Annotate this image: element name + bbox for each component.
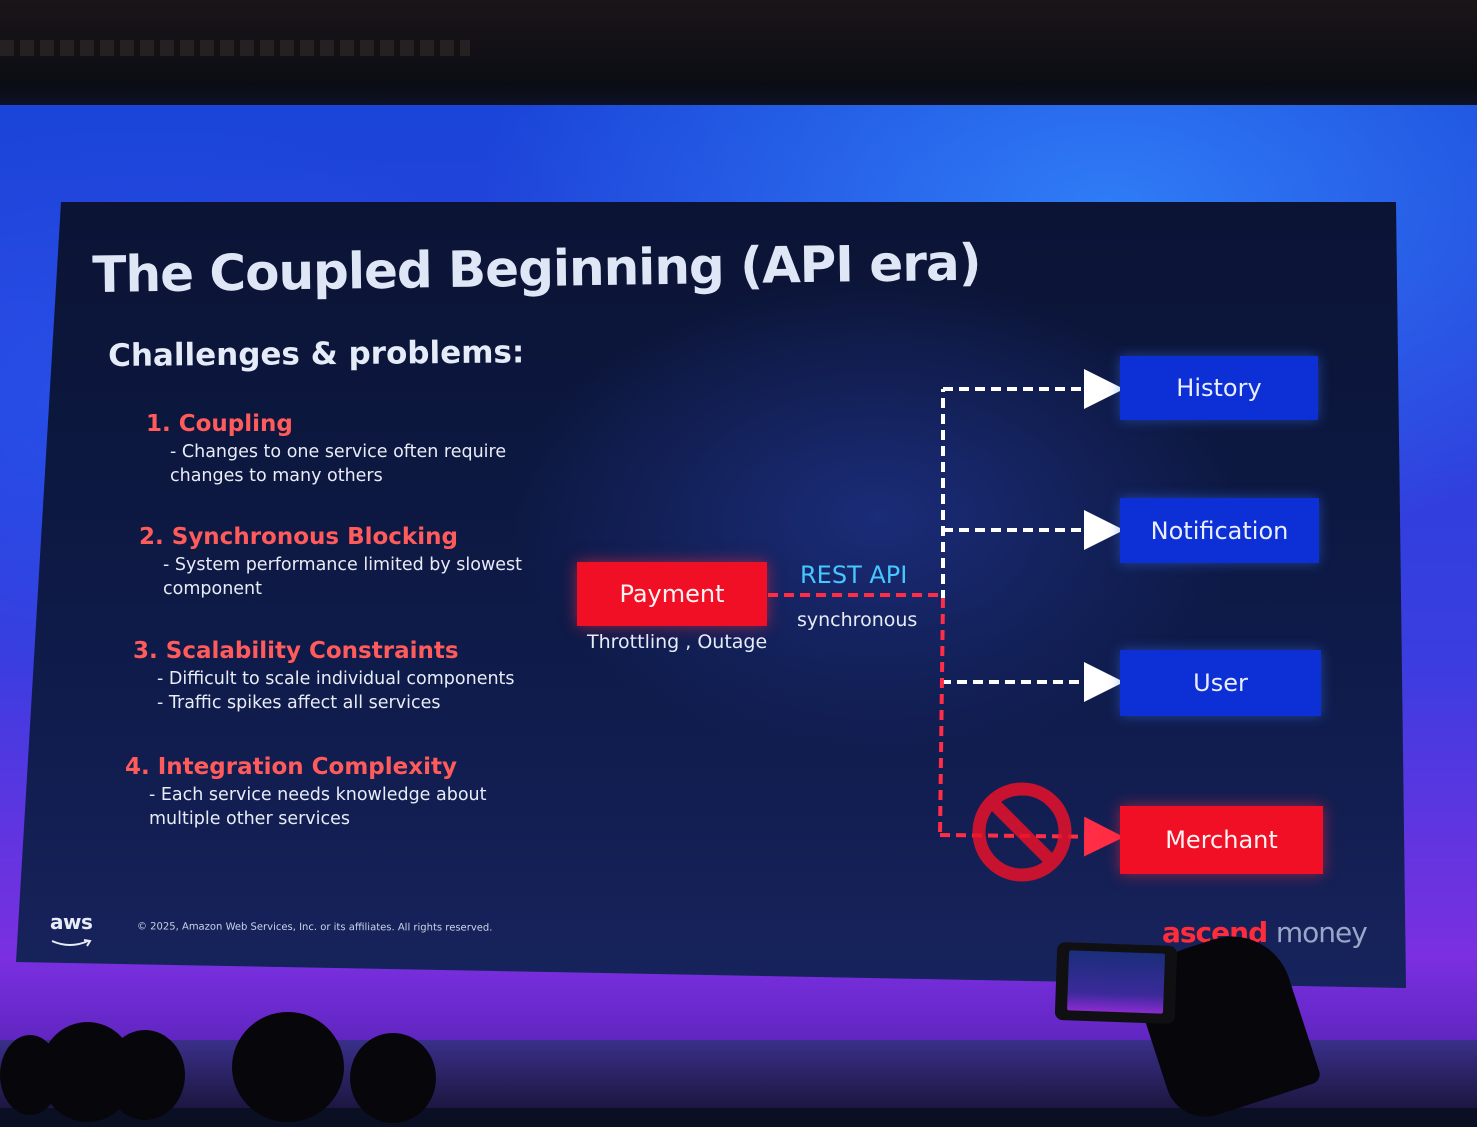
challenge-heading: 2. Synchronous Blocking [139,524,458,550]
challenge-line: - Each service needs knowledge about [149,785,487,805]
audience-head [105,1030,185,1120]
aws-logo-text: aws [50,910,93,934]
challenge-line: multiple other services [149,809,351,829]
payment-node-label: Payment [619,580,725,608]
challenge-heading: 1. Coupling [146,411,293,437]
connector-trunk-red [938,597,945,836]
challenge-description: - Each service needs knowledge about mul… [149,783,545,831]
no-entry-icon [972,782,1072,882]
copyright-notice: © 2025, Amazon Web Services, Inc. or its… [136,921,493,934]
notification-node-label: Notification [1150,516,1289,545]
challenge-line: - System performance limited by slowest [163,555,523,575]
challenge-coupling: 1. Coupling - Changes to one service oft… [146,411,566,488]
audience-head [350,1033,436,1123]
ceiling-backdrop [0,0,1477,120]
synchronous-label: synchronous [797,609,918,631]
challenge-description: - Difficult to scale individual componen… [157,667,553,715]
payment-node: Payment [577,562,767,626]
history-node: History [1120,356,1318,420]
challenge-scalability-constraints: 3. Scalability Constraints - Difficult t… [133,638,553,715]
challenge-description: - Changes to one service often require c… [170,440,566,488]
rest-api-label: REST API [800,561,908,589]
challenge-description: - System performance limited by slowest … [163,553,559,601]
lighting-truss [0,40,470,56]
user-node-label: User [1193,669,1248,697]
challenge-line: - Difficult to scale individual componen… [157,669,515,689]
payment-caption: Throttling , Outage [587,631,768,653]
user-node: User [1120,650,1321,716]
brand-money: money [1275,916,1368,949]
challenge-heading: 4. Integration Complexity [125,754,457,780]
ascend-money-logo: ascend money [1162,916,1368,949]
challenge-line: changes to many others [170,466,383,486]
history-node-label: History [1176,374,1262,402]
challenge-heading: 3. Scalability Constraints [133,638,459,664]
merchant-node-label: Merchant [1165,826,1278,854]
aws-logo: aws [50,910,93,953]
challenge-synchronous-blocking: 2. Synchronous Blocking - System perform… [139,524,559,601]
merchant-node: Merchant [1120,806,1323,874]
phone-screen [1067,950,1166,1014]
challenge-integration-complexity: 4. Integration Complexity - Each service… [125,754,545,831]
challenge-line: - Changes to one service often require [170,442,507,462]
challenge-line: component [163,579,263,599]
audience-head [232,1012,344,1122]
aws-smile-icon [51,939,92,947]
notification-node: Notification [1120,498,1319,563]
audience-phone [1054,941,1178,1025]
challenge-line: - Traffic spikes affect all services [157,693,441,713]
